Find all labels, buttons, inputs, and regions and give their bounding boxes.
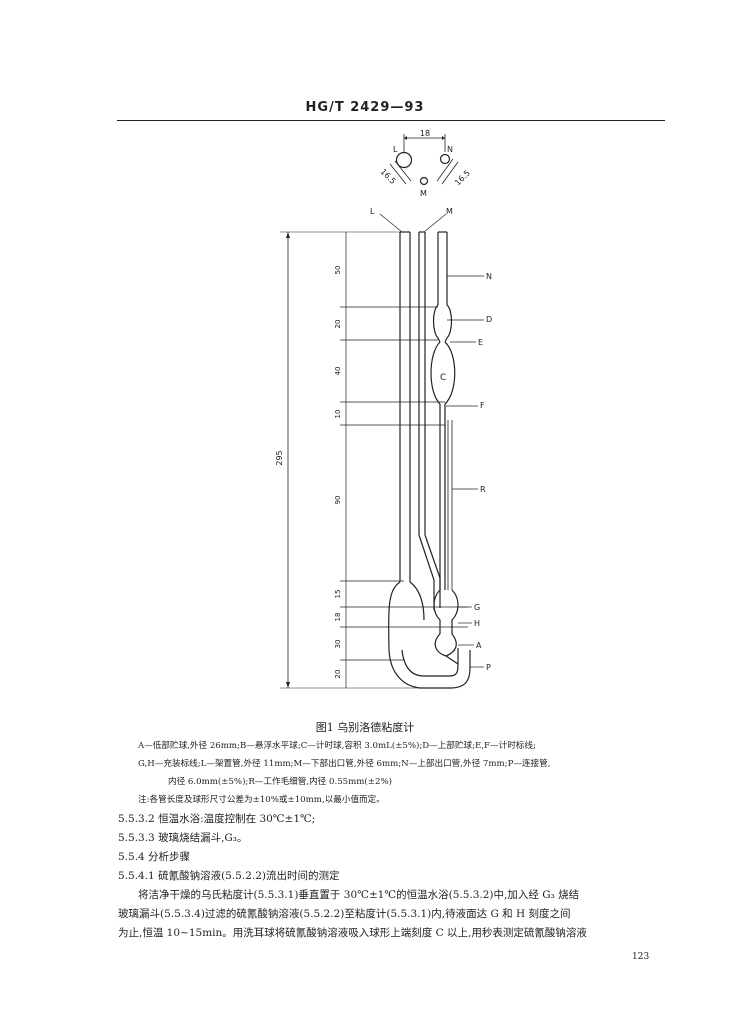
- top-spacing-label: 18: [420, 129, 430, 138]
- paragraph-line-2: 玻璃漏斗(5.5.3.4)过滤的硫氰酸钠溶液(5.5.2.2)至粘度计(5.5.…: [118, 908, 571, 920]
- section-5-5-4-1: 5.5.4.1 硫氰酸钠溶液(5.5.2.2)流出时间的测定: [118, 870, 340, 882]
- total-height-dimension: [280, 231, 418, 689]
- page-number: 123: [632, 952, 650, 962]
- label-l: L: [370, 207, 375, 216]
- legend-line-1: A—低部贮球,外径 26mm;B—悬浮水平球;C—计时球,容积 3.0mL(±5…: [138, 741, 536, 751]
- callout-leaders: [379, 213, 484, 668]
- label-h: H: [474, 619, 480, 628]
- section-5-5-4: 5.5.4 分析步骤: [118, 851, 191, 863]
- top-label-m: M: [420, 189, 427, 198]
- paragraph-line-1: 将洁净干燥的乌氏粘度计(5.5.3.1)垂直置于 30℃±1℃的恒温水浴(5.5…: [138, 889, 580, 901]
- top-label-n: N: [447, 145, 453, 154]
- label-d: D: [486, 315, 492, 324]
- label-g: G: [474, 603, 480, 612]
- label-f: F: [480, 401, 485, 410]
- top-tube-l-circle: [395, 151, 413, 169]
- figure-caption: 图1 乌别洛德粘度计: [315, 721, 415, 734]
- top-section-view: [389, 134, 459, 186]
- tube-m: [418, 231, 441, 610]
- paragraph-line-3: 为止,恒温 10~15min。用洗耳球将硫氰酸钠溶液吸入球形上端刻度 C 以上,…: [118, 927, 587, 939]
- dim-20-lower: 20: [334, 670, 342, 679]
- top-right-offset-label: 16.5: [453, 168, 472, 187]
- label-r: R: [480, 485, 486, 494]
- dim-90: 90: [334, 496, 342, 505]
- dim-15: 15: [334, 590, 342, 599]
- label-e: E: [478, 338, 483, 347]
- standard-code-header: HG/T 2429—93: [305, 100, 425, 115]
- section-5-5-3-3: 5.5.3.3 玻璃烧结漏斗,G₃。: [118, 832, 248, 844]
- section-5-5-3-2: 5.5.3.2 恒温水浴:温度控制在 30℃±1℃;: [118, 813, 316, 825]
- tube-l-with-bulb-a: [388, 231, 471, 689]
- dim-20-upper: 20: [334, 320, 342, 329]
- top-tube-m-circle: [419, 176, 429, 186]
- tube-n-with-bulbs: [430, 231, 459, 665]
- top-tube-n-circle: [439, 153, 451, 165]
- label-p: P: [486, 663, 491, 672]
- header-rule: [117, 120, 665, 121]
- label-n: N: [486, 272, 492, 281]
- dim-18: 18: [334, 613, 342, 622]
- dim-40: 40: [334, 367, 342, 376]
- segment-dimension: [340, 232, 468, 688]
- label-a: A: [476, 641, 482, 650]
- dim-50: 50: [334, 266, 342, 275]
- dim-10: 10: [334, 410, 342, 419]
- legend-line-2: G,H—充装标线;L—架置管,外径 11mm;M—下部出口管,外径 6mm;N—…: [138, 759, 551, 769]
- label-m: M: [446, 207, 453, 216]
- top-label-l: L: [393, 145, 398, 154]
- dim-30: 30: [334, 640, 342, 649]
- dim-total-295: 295: [275, 450, 284, 465]
- legend-line-3: 内径 6.0mm(±5%);R—工作毛细管,内径 0.55mm(±2%): [168, 777, 392, 787]
- figure-note: 注:各管长度及球形尺寸公差为±10%或±10mm,以最小值而定。: [138, 795, 385, 805]
- label-c: C: [440, 373, 446, 383]
